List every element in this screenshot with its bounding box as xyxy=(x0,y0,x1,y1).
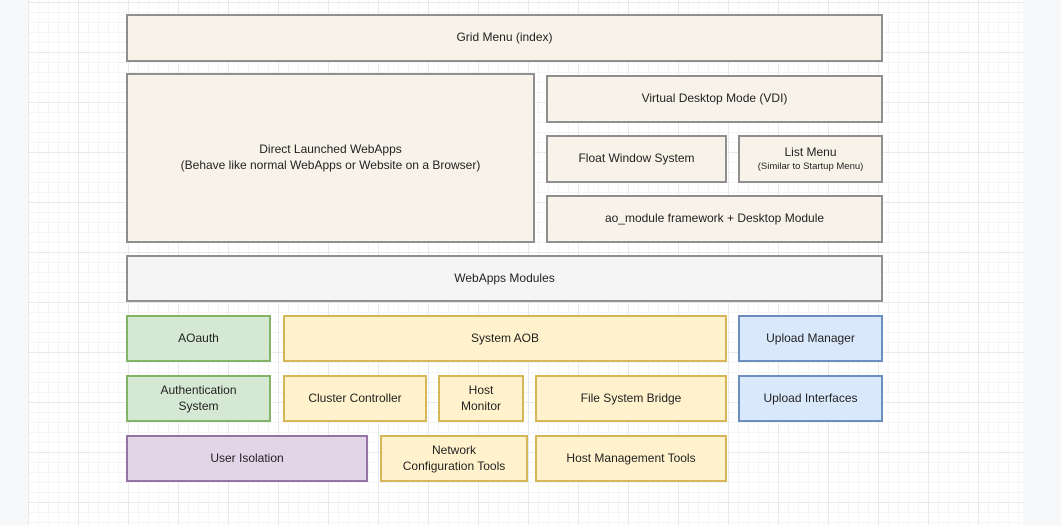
node-label: Host Management Tools xyxy=(566,450,696,465)
node-label: User Isolation xyxy=(210,450,284,465)
page-margin-left xyxy=(0,0,28,525)
node-webapps-modules[interactable]: WebApps Modules xyxy=(126,255,883,302)
node-host-monitor[interactable]: Host Monitor xyxy=(438,375,524,422)
node-cluster-controller[interactable]: Cluster Controller xyxy=(283,375,427,422)
node-label: Cluster Controller xyxy=(308,390,402,405)
node-label: File System Bridge xyxy=(580,390,682,405)
node-label: Virtual Desktop Mode (VDI) xyxy=(641,91,788,106)
node-float-window-system[interactable]: Float Window System xyxy=(546,135,727,183)
node-virtual-desktop-mode[interactable]: Virtual Desktop Mode (VDI) xyxy=(546,75,883,123)
node-authentication-system[interactable]: Authentication System xyxy=(126,375,271,422)
node-label-line2: Configuration Tools xyxy=(402,458,506,473)
node-label-line2: Monitor xyxy=(460,398,501,413)
node-user-isolation[interactable]: User Isolation xyxy=(126,435,368,482)
node-sublabel: (Similar to Startup Menu) xyxy=(757,160,864,172)
node-label: Float Window System xyxy=(578,151,695,166)
node-aoauth[interactable]: AOauth xyxy=(126,315,271,362)
node-label: Host xyxy=(468,382,494,397)
node-grid-menu[interactable]: Grid Menu (index) xyxy=(126,14,883,62)
node-label: Network xyxy=(431,442,476,457)
node-label: Upload Interfaces xyxy=(763,390,858,405)
node-label: Upload Manager xyxy=(766,330,855,345)
node-label-line2: System xyxy=(178,398,219,413)
node-direct-launched-webapps[interactable]: Direct Launched WebApps (Behave like nor… xyxy=(126,73,535,243)
node-sublabel: (Behave like normal WebApps or Website o… xyxy=(180,158,481,172)
node-ao-module-framework[interactable]: ao_module framework + Desktop Module xyxy=(546,195,883,243)
node-label: List Menu xyxy=(784,145,837,160)
node-file-system-bridge[interactable]: File System Bridge xyxy=(535,375,727,422)
page-margin-right xyxy=(1023,0,1061,525)
node-label: ao_module framework + Desktop Module xyxy=(604,211,825,226)
node-label: AOauth xyxy=(178,330,219,345)
node-label: Direct Launched WebApps xyxy=(259,142,402,157)
node-network-configuration-tools[interactable]: Network Configuration Tools xyxy=(380,435,528,482)
node-label: WebApps Modules xyxy=(454,270,555,285)
node-upload-manager[interactable]: Upload Manager xyxy=(738,315,883,362)
node-host-management-tools[interactable]: Host Management Tools xyxy=(535,435,727,482)
node-upload-interfaces[interactable]: Upload Interfaces xyxy=(738,375,883,422)
node-label: Grid Menu (index) xyxy=(456,30,553,45)
node-label: Authentication xyxy=(160,382,237,397)
node-list-menu[interactable]: List Menu (Similar to Startup Menu) xyxy=(738,135,883,183)
node-system-aob[interactable]: System AOB xyxy=(283,315,727,362)
node-label: System AOB xyxy=(470,330,540,345)
